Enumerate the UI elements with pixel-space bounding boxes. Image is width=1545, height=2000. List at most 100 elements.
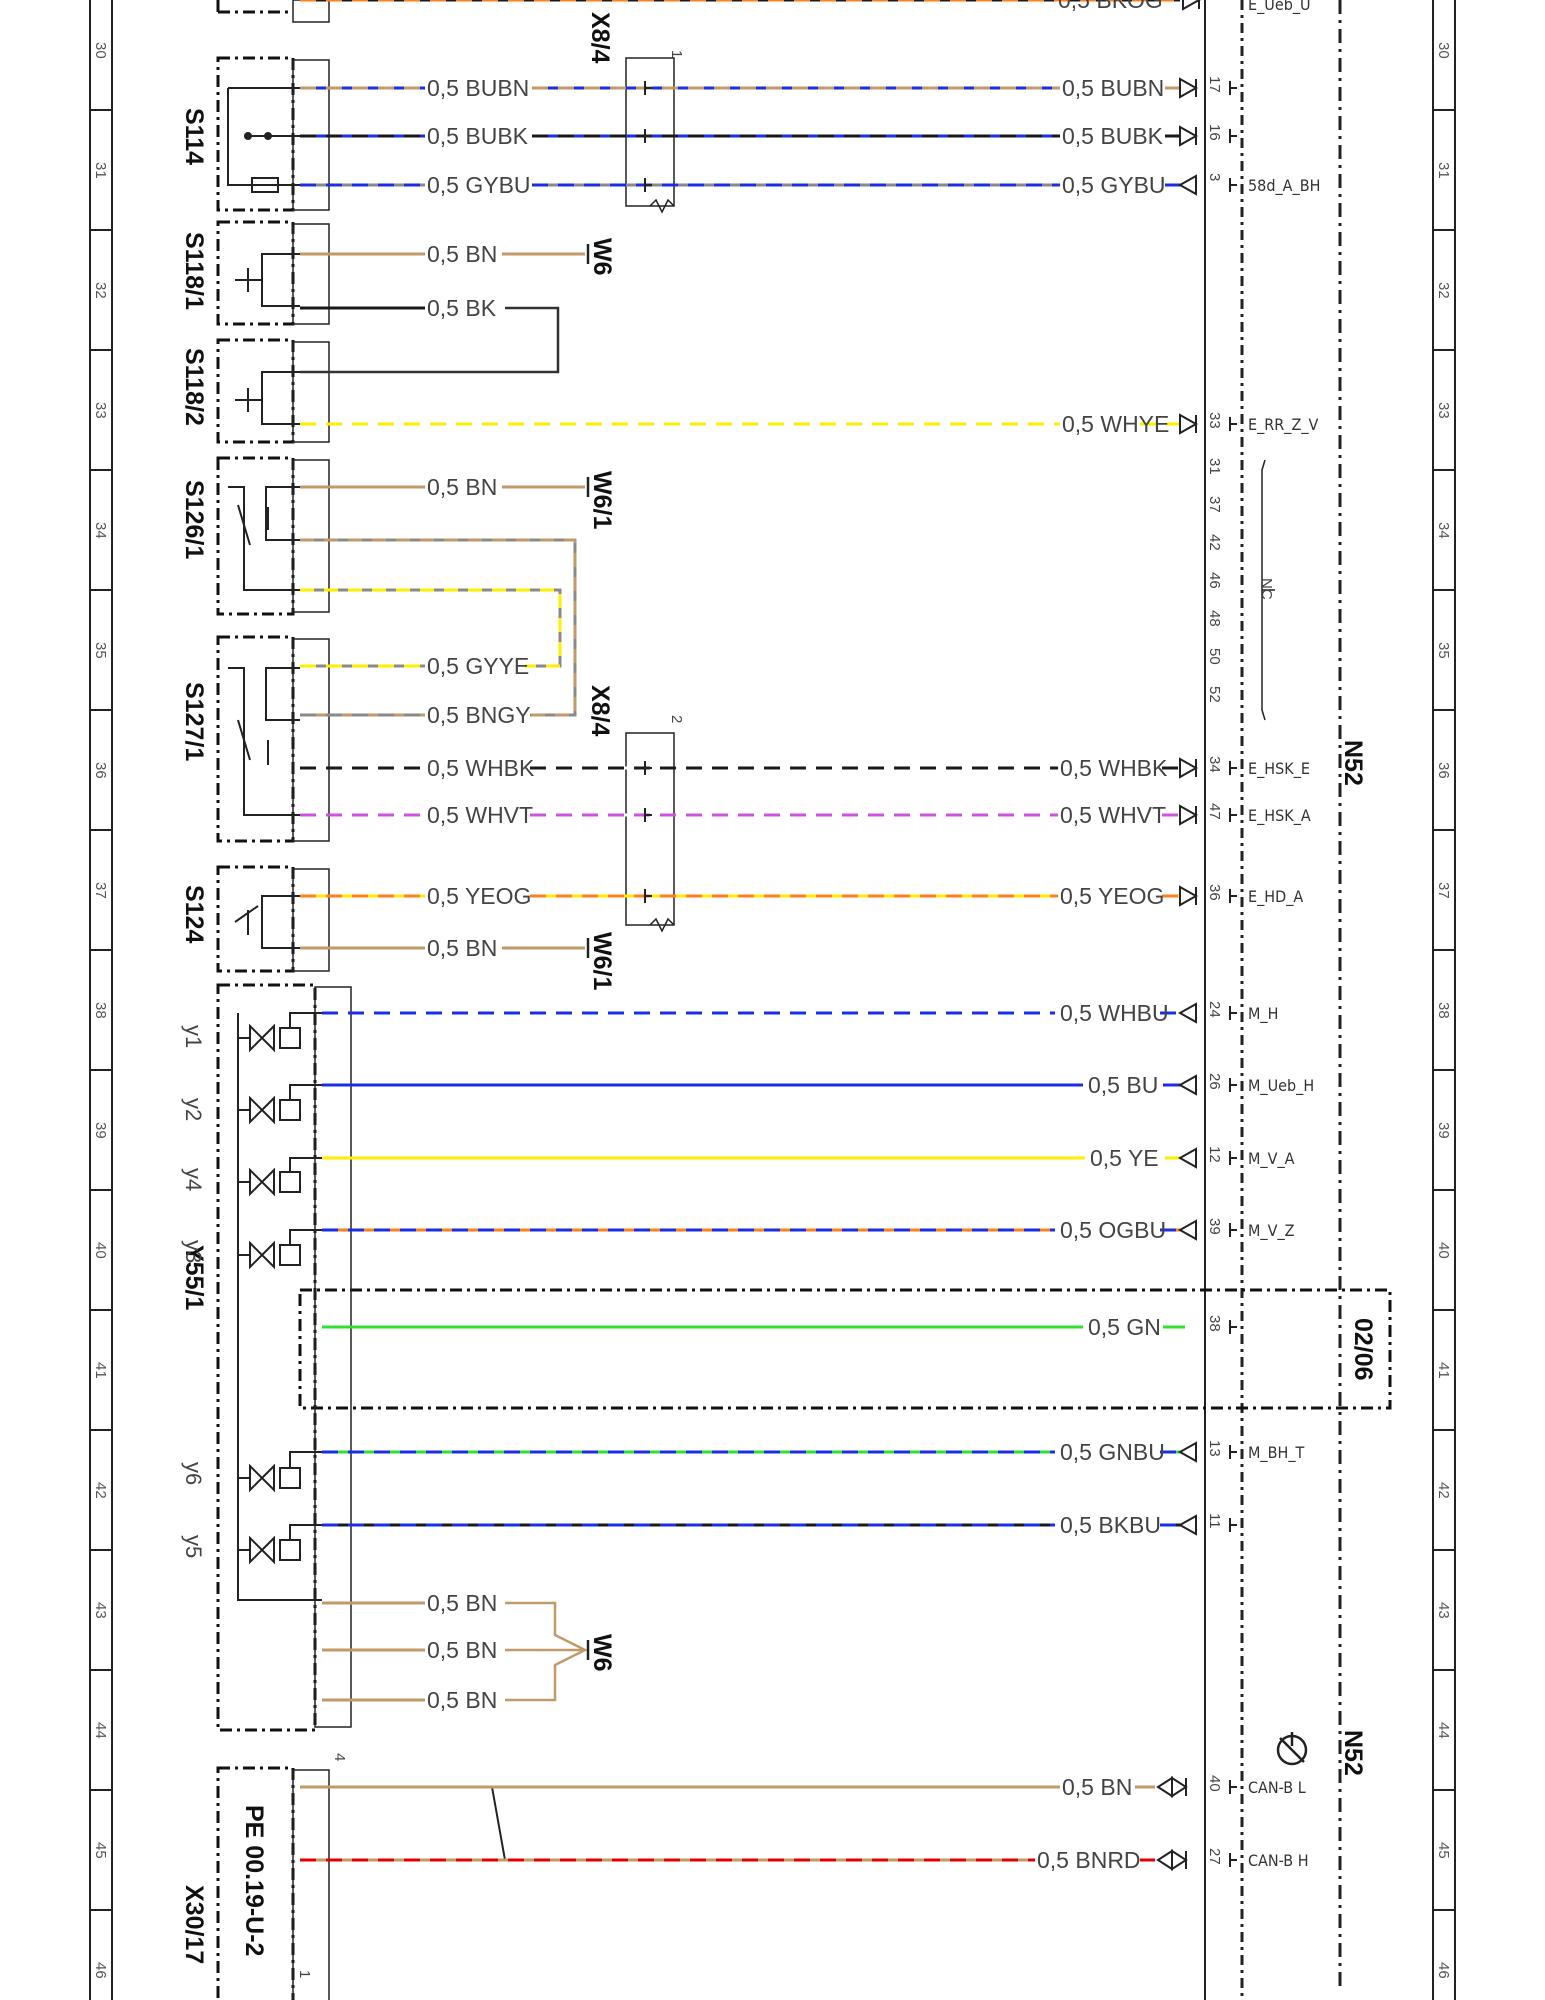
- label-y3: y3: [181, 1240, 206, 1263]
- signal-name: M_H: [1248, 1004, 1278, 1024]
- ground-label: W6/1: [588, 932, 616, 990]
- terminal: [644, 178, 652, 192]
- grid-label-right: 37: [1435, 882, 1452, 899]
- grid-label-right: 38: [1435, 1002, 1452, 1019]
- arrow-icon: [1179, 413, 1199, 435]
- signal-name: E_HSK_E: [1248, 759, 1310, 779]
- solenoid-icon: [279, 1027, 301, 1049]
- label-y1: y1: [181, 1025, 206, 1048]
- nc-bracket: [1261, 459, 1275, 721]
- label-s118-2: S118/2: [180, 348, 208, 426]
- label-s124: S124: [180, 885, 208, 943]
- wire-label: 0,5 BKBU: [1060, 1512, 1161, 1538]
- solenoid-icon: [279, 1099, 301, 1121]
- terminal: [1229, 1853, 1237, 1867]
- signal-name: E_RR_Z_V: [1248, 415, 1319, 435]
- wire-label: 0,5 BUBK: [1062, 123, 1164, 149]
- pin-number: 24: [1206, 1001, 1223, 1018]
- arrow-icon: [1177, 1514, 1197, 1536]
- wire-label: 0,5 YE: [1090, 1145, 1159, 1171]
- solenoid-icon: [279, 1467, 301, 1489]
- terminal: [1229, 1078, 1237, 1092]
- valve-icon: [249, 1023, 275, 1053]
- wire-label: 0,5 WHVT: [1060, 802, 1166, 828]
- wire-label: 0,5 BUBN: [1062, 75, 1164, 101]
- pin-number: 27: [1206, 1848, 1223, 1865]
- pin-number: 13: [1206, 1440, 1223, 1457]
- terminal: [1229, 81, 1237, 95]
- connector-zigzags: [649, 198, 675, 933]
- can-bus-icon: [1276, 1732, 1308, 1766]
- grid-label-right: 42: [1435, 1482, 1452, 1499]
- pin-number: 33: [1206, 412, 1223, 429]
- grid-label-right: 35: [1435, 642, 1452, 659]
- solenoid-icon: [279, 1244, 301, 1266]
- right-grid-border: [1432, 0, 1456, 2000]
- wire-label: 0,5 BNGY: [427, 702, 531, 728]
- grid-label-left: 36: [92, 762, 109, 779]
- arrow-icon: [1179, 804, 1199, 826]
- terminal: [644, 889, 652, 903]
- pin-number: 12: [1206, 1146, 1223, 1163]
- grid-label-right: 33: [1435, 402, 1452, 419]
- signal-name: E_Ueb_U: [1248, 0, 1311, 15]
- terminal: [1229, 1151, 1237, 1165]
- ground-label: W6: [588, 238, 616, 276]
- grid-label-left: 40: [92, 1242, 109, 1259]
- valve-icon: [249, 1463, 275, 1493]
- arrow-icon: [1177, 1147, 1197, 1169]
- arrow-icon: [1179, 125, 1199, 147]
- terminal: [644, 808, 652, 822]
- terminal: [644, 129, 652, 143]
- grid-label-left: 38: [92, 1002, 109, 1019]
- terminal: [1229, 1223, 1237, 1237]
- grid-label-right: 44: [1435, 1722, 1452, 1739]
- grid-label-left: 34: [92, 522, 109, 539]
- grid-label-left: 31: [92, 162, 109, 179]
- wire-label: 0,5 BNRD: [1037, 1847, 1141, 1873]
- signal-name: CAN-B L: [1248, 1778, 1306, 1797]
- arrow-icon: [1177, 1074, 1197, 1096]
- grid-label-left: 32: [92, 282, 109, 299]
- switch-symbols: [227, 87, 300, 949]
- arrow-icon: [1179, 885, 1199, 907]
- wire-label: 0,5 WHBU: [1060, 1000, 1169, 1026]
- grid-label-left: 35: [92, 642, 109, 659]
- terminal: [1229, 178, 1237, 192]
- signal-name: M_Ueb_H: [1248, 1076, 1314, 1096]
- valve-icon: [249, 1095, 275, 1125]
- label-x30-17: X30/17: [180, 1885, 208, 1964]
- grid-label-right: 34: [1435, 522, 1452, 539]
- label-ref: 02/06: [1349, 1318, 1377, 1381]
- pin-number: 46: [1206, 572, 1223, 589]
- wire-label: 0,5 BKOG: [1058, 0, 1163, 13]
- wire-label: 0,5 BN: [427, 1637, 497, 1663]
- wire-label: 0,5 BUBK: [427, 123, 529, 149]
- label-n52a: N52: [1339, 740, 1367, 786]
- signal-name: E_HD_A: [1248, 887, 1303, 907]
- arrow-icon: [1179, 757, 1199, 779]
- grid-label-left: 43: [92, 1602, 109, 1619]
- terminal: [1229, 129, 1237, 143]
- signal-name: CAN-B H: [1248, 1851, 1309, 1870]
- pin-number: 48: [1206, 610, 1223, 627]
- terminal: [1229, 761, 1237, 775]
- pin-number: 26: [1206, 1073, 1223, 1090]
- pin-number: 36: [1206, 884, 1223, 901]
- grid-label-right: 41: [1435, 1362, 1452, 1379]
- grid-label-left: 46: [92, 1962, 109, 1979]
- grid-label-right: 31: [1435, 162, 1452, 179]
- arrow-icon: [1179, 77, 1199, 99]
- label-x30-text: PE 00.19-U-2: [240, 1805, 268, 1956]
- pin-number: 31: [1206, 458, 1223, 475]
- label-x30-num2: 1: [296, 1970, 313, 1978]
- grid-ticks: [90, 109, 1455, 1911]
- pin-number: 11: [1206, 1513, 1223, 1529]
- wire-label: 0,5 GYBU: [427, 172, 531, 198]
- pin-number: 3: [1206, 173, 1223, 181]
- pin-number: 39: [1206, 1218, 1223, 1235]
- grid-label-right: 30: [1435, 42, 1452, 59]
- wire-label: 0,5 GYYE: [427, 653, 529, 679]
- wire-label: 0,5 YEOG: [427, 883, 531, 909]
- terminal: [1229, 1320, 1237, 1334]
